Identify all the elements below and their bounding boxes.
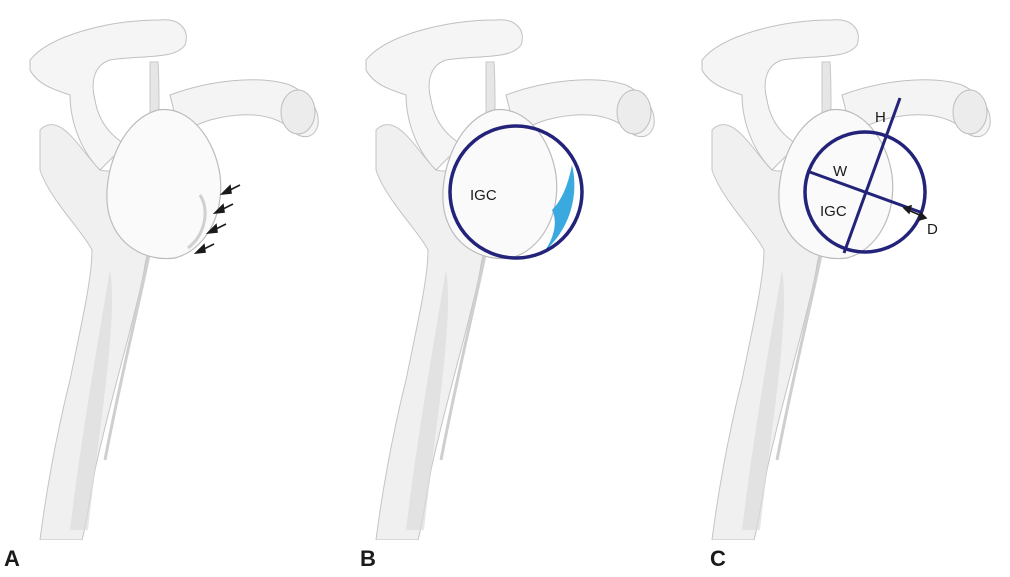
- panel-b-scapula: IGC: [336, 0, 672, 540]
- igc-label: IGC: [820, 203, 847, 220]
- panel-a-scapula: [0, 0, 336, 540]
- panel-letter-c: C: [710, 547, 726, 571]
- panel-c: H W IGC D C: [672, 0, 1008, 540]
- panel-c-scapula: H W IGC D: [672, 0, 1010, 540]
- panel-b: IGC B: [336, 0, 672, 540]
- width-label: W: [833, 163, 848, 180]
- scapula-illustration: [366, 20, 654, 540]
- arrow-icon: [196, 244, 214, 253]
- height-label: H: [875, 109, 886, 126]
- panel-letter-b: B: [360, 547, 376, 571]
- igc-label: IGC: [470, 187, 497, 204]
- depth-label: D: [927, 221, 938, 238]
- scapula-illustration: [30, 20, 318, 540]
- arrow-icon: [222, 185, 240, 194]
- panel-letter-a: A: [4, 547, 20, 571]
- scapula-illustration: [702, 20, 990, 540]
- panel-a: A: [0, 0, 336, 540]
